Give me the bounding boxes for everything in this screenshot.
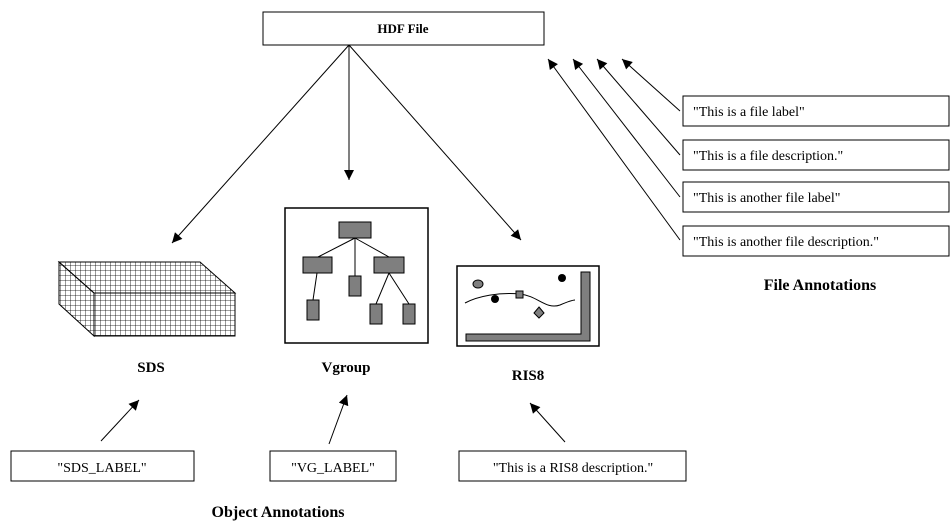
vgroup-leaf-node-1 <box>306 299 320 321</box>
ris8-icon <box>456 265 600 347</box>
ris8-black-dot-right <box>558 274 566 282</box>
file-annotation-box <box>682 181 950 213</box>
object-annotation-ris8: "This is a RIS8 description." <box>458 450 687 482</box>
vgroup-label: Vgroup <box>322 360 371 376</box>
object-annotation-box <box>458 450 687 482</box>
ris8-shadow-bar <box>465 271 591 342</box>
file-annotations-heading: File Annotations <box>764 277 876 294</box>
arrow-file-annotation-1 <box>621 58 681 112</box>
ris8-frame <box>456 265 600 347</box>
vgroup-child-node-left <box>302 256 333 274</box>
arrow-to-sds <box>171 44 350 244</box>
object-annotation-text: "SDS_LABEL" <box>57 461 146 476</box>
ris8-gray-diamond <box>533 306 545 319</box>
ris8-curve <box>464 293 576 307</box>
vgroup-root-node <box>338 221 372 239</box>
object-annotation-box <box>10 450 195 482</box>
ris8-gray-dot <box>472 279 484 289</box>
object-annotation-box <box>269 450 397 482</box>
object-annotations-heading: Object Annotations <box>212 504 345 521</box>
file-annotation-2: "This is a file description." <box>682 139 950 171</box>
object-annotation-arrows <box>100 394 566 445</box>
object-annotation-text: "VG_LABEL" <box>291 461 375 476</box>
arrow-to-ris8 <box>348 44 522 241</box>
file-annotation-3: "This is another file label" <box>682 181 950 213</box>
file-annotation-4: "This is another file description." <box>682 225 950 257</box>
hdf-file-node: HDF File <box>262 11 545 46</box>
object-annotation-vgroup: "VG_LABEL" <box>269 450 397 482</box>
file-annotation-text: "This is another file description." <box>693 235 879 250</box>
sds-label: SDS <box>137 360 165 376</box>
sds-front-face <box>93 292 236 337</box>
object-annotation-sds: "SDS_LABEL" <box>10 450 195 482</box>
vgroup-tree-lines <box>312 237 410 305</box>
file-annotation-text: "This is a file description." <box>693 149 843 164</box>
file-annotation-box <box>682 139 950 171</box>
file-annotation-text: "This is a file label" <box>693 105 805 120</box>
arrow-file-annotation-3 <box>572 58 681 198</box>
vgroup-leaf-node-2 <box>369 303 383 325</box>
vgroup-leaf-node-3 <box>402 303 416 325</box>
object-annotation-text: "This is a RIS8 description." <box>493 461 653 476</box>
ris8-label: RIS8 <box>512 368 545 384</box>
hdf-file-box <box>262 11 545 46</box>
vgroup-child-node-right <box>373 256 405 274</box>
sds-icon <box>57 260 237 338</box>
ris8-gray-square <box>515 290 524 299</box>
file-annotation-box <box>682 95 950 127</box>
file-annotation-text: "This is another file label" <box>693 191 841 206</box>
arrow-ris8-annotation <box>529 402 566 443</box>
vgroup-child-node-center <box>348 275 362 297</box>
file-annotation-box <box>682 225 950 257</box>
arrow-file-annotation-4 <box>547 58 681 241</box>
file-annotation-1: "This is a file label" <box>682 95 950 127</box>
hierarchy-arrows <box>171 44 522 244</box>
arrow-vgroup-annotation <box>328 394 349 445</box>
vgroup-icon <box>284 207 429 344</box>
arrow-file-annotation-2 <box>596 58 681 156</box>
hdf-file-title: HDF File <box>377 21 428 36</box>
file-annotation-arrows <box>547 58 681 241</box>
ris8-black-dot-left <box>491 295 499 303</box>
arrow-sds-annotation <box>100 399 140 442</box>
